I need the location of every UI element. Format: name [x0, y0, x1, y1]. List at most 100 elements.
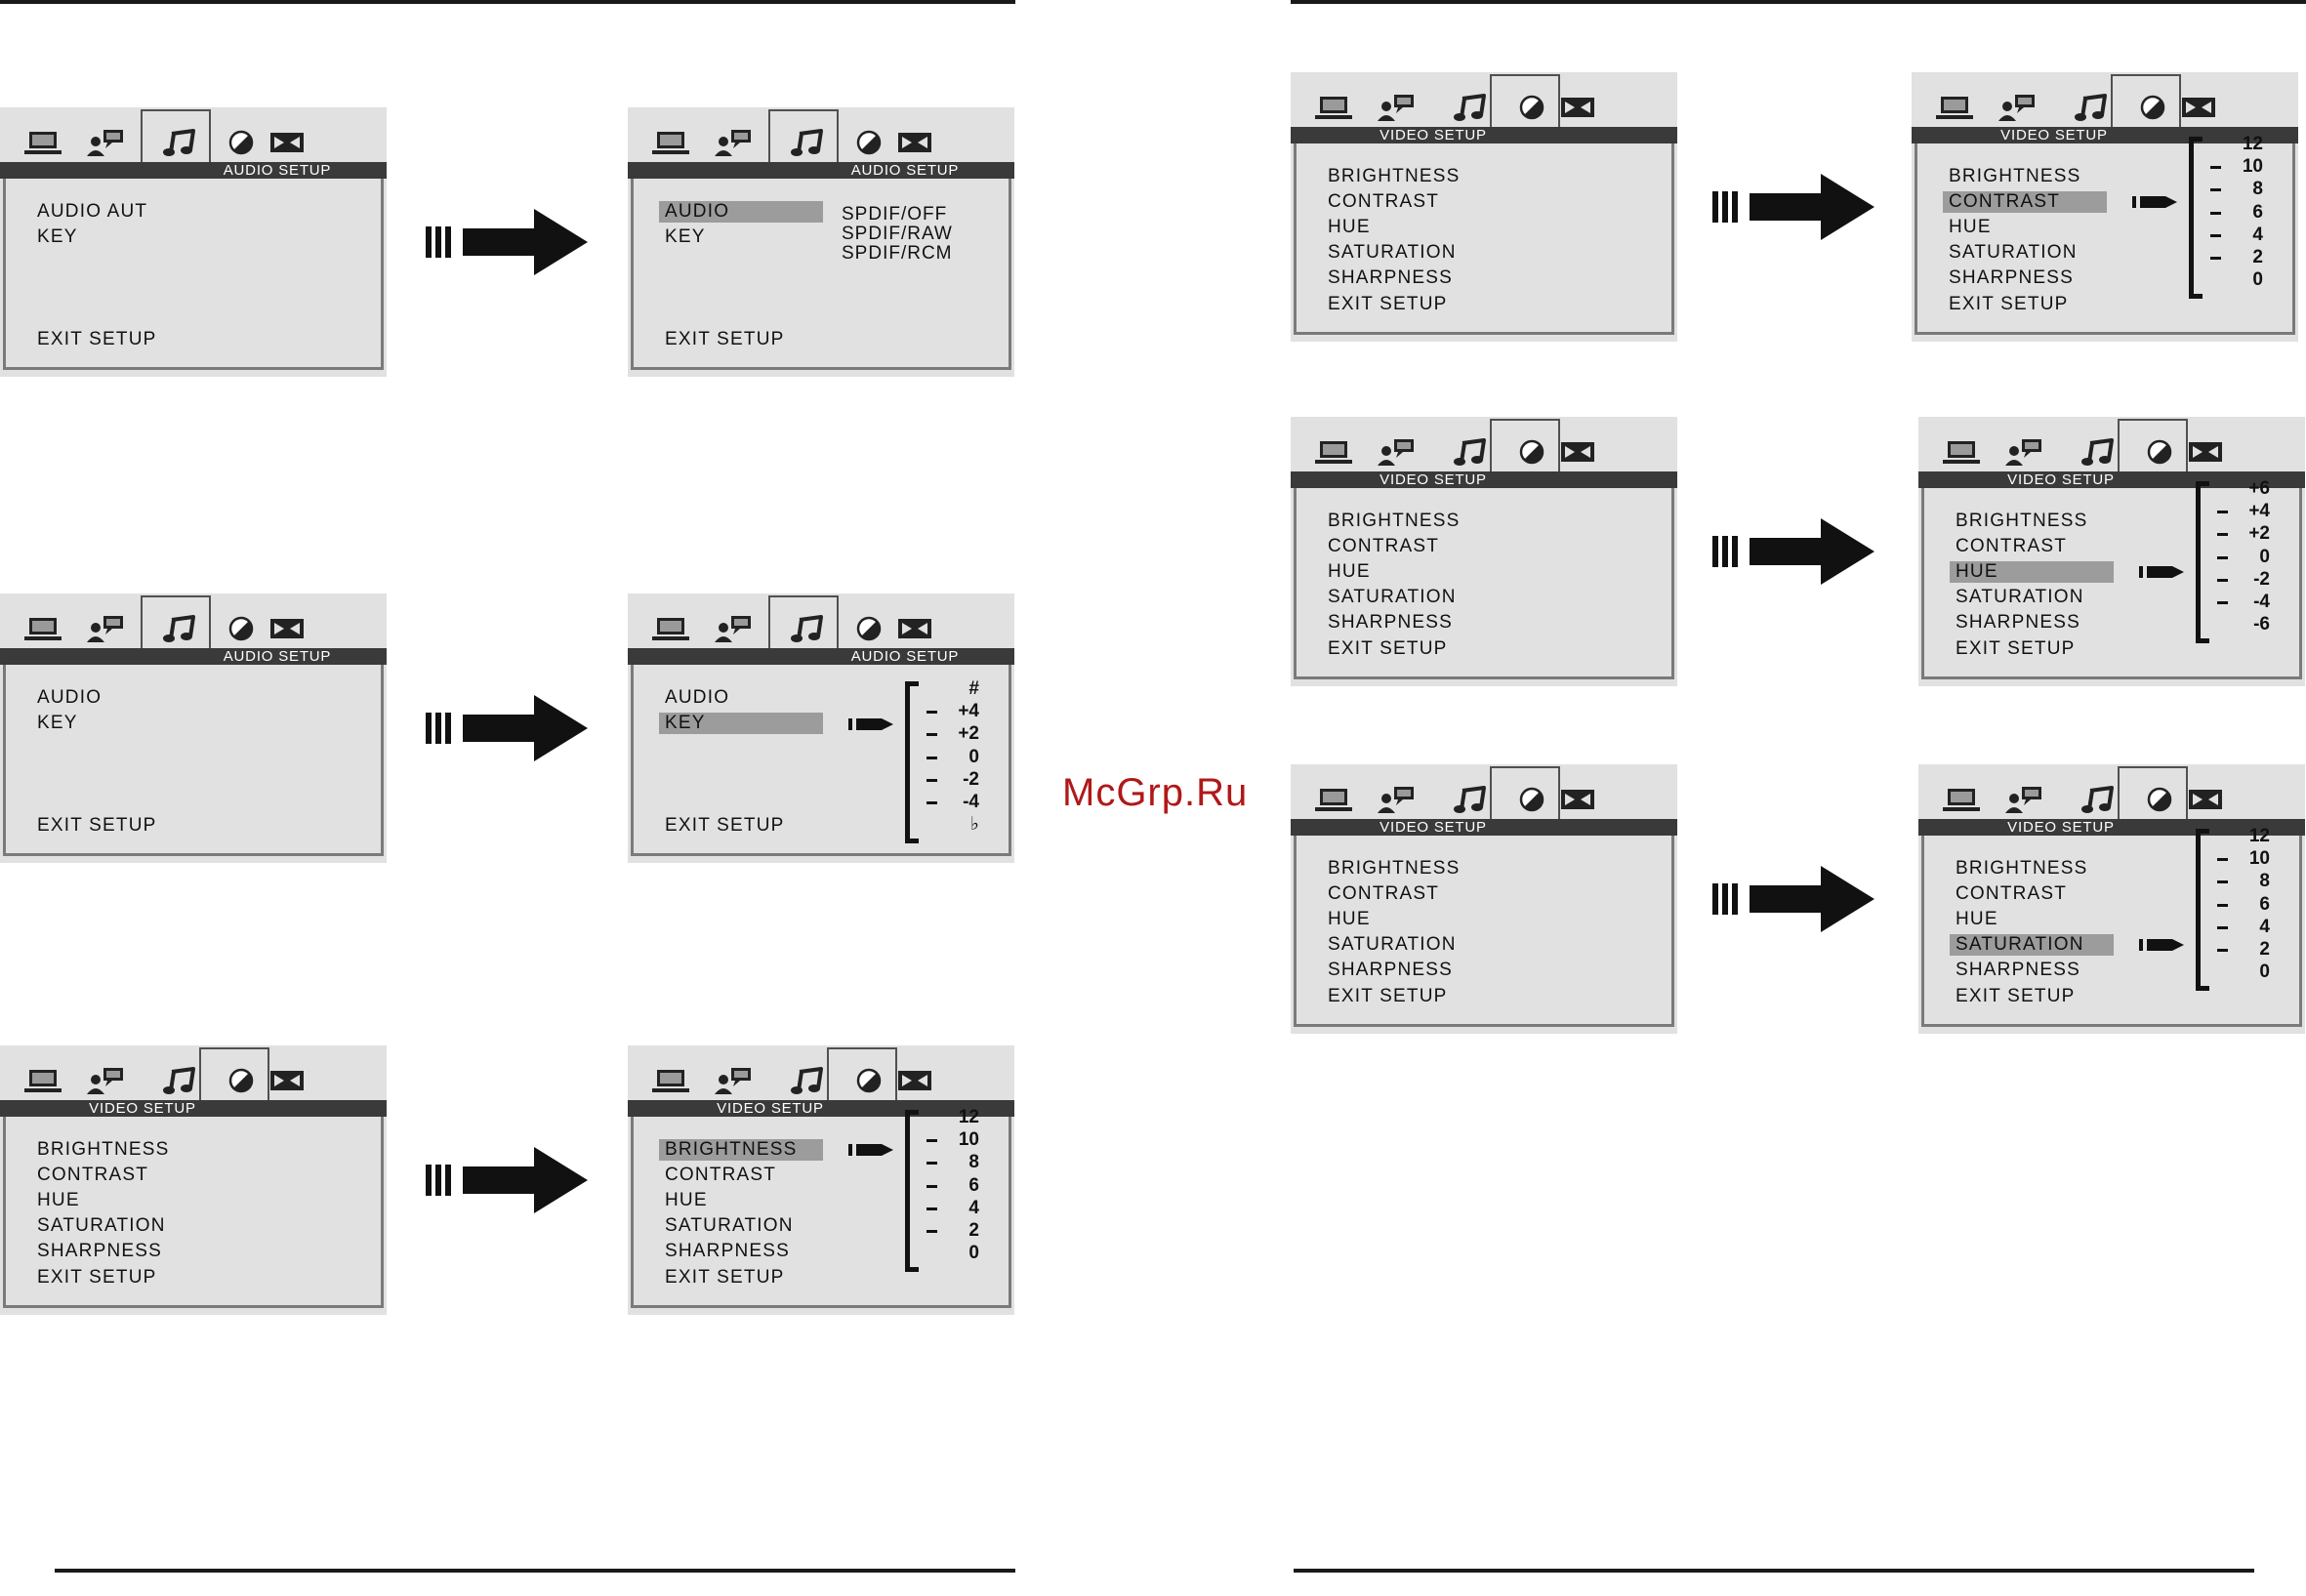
menu-item[interactable]: BRIGHTNESS — [37, 1139, 170, 1160]
video-tab-icon[interactable] — [2138, 436, 2181, 468]
menu-item[interactable]: CONTRAST — [1956, 536, 2068, 556]
language-tab-icon[interactable] — [84, 613, 127, 644]
menu-item[interactable]: CONTRAST — [1956, 883, 2068, 904]
menu-item[interactable]: HUE — [1949, 217, 1992, 237]
menu-item[interactable]: BRIGHTNESS — [1328, 858, 1461, 879]
menu-item[interactable]: BRIGHTNESS — [1949, 166, 2081, 186]
menu-item[interactable]: SHARPNESS — [1328, 267, 1454, 288]
audio-tab-icon[interactable] — [2070, 92, 2113, 123]
video-tab-icon[interactable] — [847, 613, 890, 644]
menu-item[interactable]: AUDIO — [665, 687, 730, 708]
audio-tab-icon[interactable] — [786, 127, 829, 158]
video-tab-icon[interactable] — [1510, 784, 1553, 815]
menu-item[interactable]: AUDIO AUT — [37, 201, 148, 222]
system-tab-icon[interactable] — [21, 613, 64, 644]
audio-tab-icon[interactable] — [786, 613, 829, 644]
language-tab-icon[interactable] — [84, 127, 127, 158]
menu-item[interactable]: SATURATION — [1328, 587, 1457, 607]
language-tab-icon[interactable] — [2002, 784, 2045, 815]
menu-item[interactable]: CONTRAST — [1328, 536, 1440, 556]
audio-tab-icon[interactable] — [2077, 784, 2120, 815]
audio-tab-icon[interactable] — [1449, 92, 1492, 123]
language-tab-icon[interactable] — [712, 127, 755, 158]
menu-item[interactable]: KEY — [665, 226, 706, 247]
menu-item[interactable]: SATURATION — [1328, 934, 1457, 955]
audio-tab-icon[interactable] — [158, 1065, 201, 1096]
menu-item[interactable]: KEY — [37, 713, 78, 733]
speaker-tab-icon[interactable] — [893, 613, 936, 644]
language-tab-icon[interactable] — [1375, 436, 1418, 468]
menu-item[interactable]: HUE — [37, 1190, 80, 1210]
video-tab-icon[interactable] — [847, 127, 890, 158]
menu-item[interactable]: SATURATION — [37, 1215, 166, 1236]
option-item[interactable]: SPDIF/RAW — [842, 224, 953, 244]
speaker-tab-icon[interactable] — [266, 1065, 309, 1096]
audio-tab-icon[interactable] — [158, 127, 201, 158]
speaker-tab-icon[interactable] — [2184, 436, 2227, 468]
system-tab-icon[interactable] — [649, 613, 692, 644]
speaker-tab-icon[interactable] — [2184, 784, 2227, 815]
audio-tab-icon[interactable] — [786, 1065, 829, 1096]
menu-item[interactable]: HUE — [1956, 909, 1998, 929]
menu-item[interactable]: AUDIO — [659, 201, 823, 223]
menu-item[interactable]: CONTRAST — [665, 1165, 777, 1185]
video-tab-icon[interactable] — [2138, 784, 2181, 815]
menu-item[interactable]: SHARPNESS — [1956, 612, 2081, 633]
option-item[interactable]: SPDIF/OFF — [842, 204, 948, 225]
exit-setup-item[interactable]: EXIT SETUP — [1956, 986, 2076, 1006]
menu-item[interactable]: SHARPNESS — [37, 1241, 163, 1261]
menu-item[interactable]: BRIGHTNESS — [1956, 858, 2088, 879]
language-tab-icon[interactable] — [2002, 436, 2045, 468]
language-tab-icon[interactable] — [1375, 784, 1418, 815]
video-tab-icon[interactable] — [220, 613, 263, 644]
menu-item[interactable]: SHARPNESS — [1956, 960, 2081, 980]
menu-item[interactable]: CONTRAST — [1943, 191, 2107, 213]
system-tab-icon[interactable] — [1312, 92, 1355, 123]
speaker-tab-icon[interactable] — [266, 613, 309, 644]
speaker-tab-icon[interactable] — [266, 127, 309, 158]
speaker-tab-icon[interactable] — [893, 1065, 936, 1096]
menu-item[interactable]: SATURATION — [1949, 242, 2078, 263]
menu-item[interactable]: HUE — [1950, 561, 2114, 583]
exit-setup-item[interactable]: EXIT SETUP — [1328, 294, 1448, 314]
system-tab-icon[interactable] — [21, 1065, 64, 1096]
menu-item[interactable]: SATURATION — [1956, 587, 2084, 607]
language-tab-icon[interactable] — [712, 1065, 755, 1096]
exit-setup-item[interactable]: EXIT SETUP — [37, 329, 157, 349]
exit-setup-item[interactable]: EXIT SETUP — [1949, 294, 2069, 314]
speaker-tab-icon[interactable] — [893, 127, 936, 158]
language-tab-icon[interactable] — [1375, 92, 1418, 123]
system-tab-icon[interactable] — [1933, 92, 1976, 123]
exit-setup-item[interactable]: EXIT SETUP — [1956, 638, 2076, 659]
speaker-tab-icon[interactable] — [2177, 92, 2220, 123]
menu-item[interactable]: SHARPNESS — [1949, 267, 2075, 288]
audio-tab-icon[interactable] — [1449, 436, 1492, 468]
video-tab-icon[interactable] — [220, 127, 263, 158]
menu-item[interactable]: SATURATION — [665, 1215, 794, 1236]
menu-item[interactable]: HUE — [665, 1190, 708, 1210]
option-item[interactable]: SPDIF/RCM — [842, 243, 953, 264]
language-tab-icon[interactable] — [712, 613, 755, 644]
menu-item[interactable]: BRIGHTNESS — [659, 1139, 823, 1161]
system-tab-icon[interactable] — [1312, 436, 1355, 468]
speaker-tab-icon[interactable] — [1556, 92, 1599, 123]
menu-item[interactable]: CONTRAST — [1328, 883, 1440, 904]
video-tab-icon[interactable] — [220, 1065, 263, 1096]
video-tab-icon[interactable] — [847, 1065, 890, 1096]
audio-tab-icon[interactable] — [158, 613, 201, 644]
language-tab-icon[interactable] — [1996, 92, 2038, 123]
menu-item[interactable]: KEY — [37, 226, 78, 247]
menu-item[interactable]: BRIGHTNESS — [1328, 166, 1461, 186]
system-tab-icon[interactable] — [649, 127, 692, 158]
menu-item[interactable]: AUDIO — [37, 687, 103, 708]
menu-item[interactable]: BRIGHTNESS — [1328, 511, 1461, 531]
menu-item[interactable]: HUE — [1328, 217, 1371, 237]
exit-setup-item[interactable]: EXIT SETUP — [37, 815, 157, 836]
video-tab-icon[interactable] — [1510, 92, 1553, 123]
menu-item[interactable]: SHARPNESS — [1328, 612, 1454, 633]
menu-item[interactable]: HUE — [1328, 561, 1371, 582]
menu-item[interactable]: CONTRAST — [1328, 191, 1440, 212]
audio-tab-icon[interactable] — [2077, 436, 2120, 468]
menu-item[interactable]: CONTRAST — [37, 1165, 149, 1185]
menu-item[interactable]: BRIGHTNESS — [1956, 511, 2088, 531]
